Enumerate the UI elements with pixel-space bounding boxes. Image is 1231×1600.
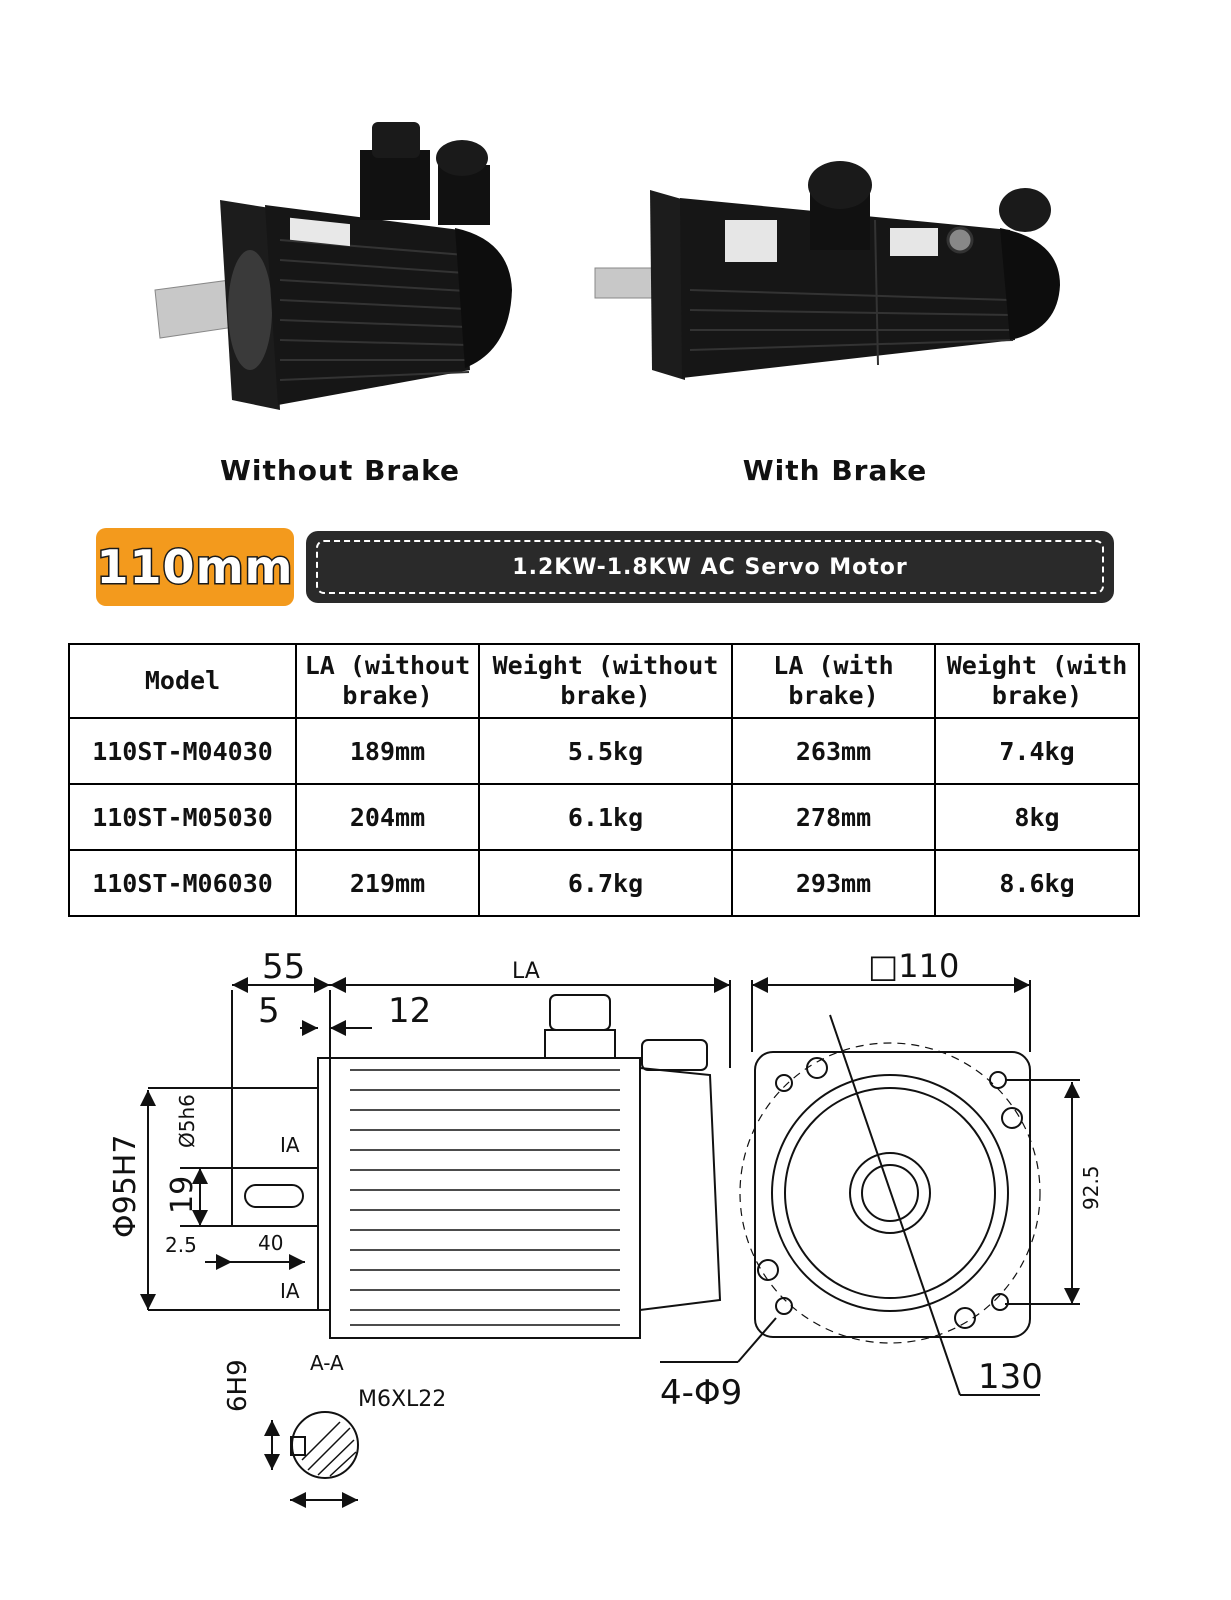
label-ia-bottom: IA — [280, 1279, 300, 1303]
cell-weight-without: 6.1kg — [478, 783, 733, 851]
cell-weight-with: 7.4kg — [934, 717, 1140, 785]
dim-phi95: Φ95H7 — [108, 1135, 143, 1238]
cell-model: 110ST-M06030 — [68, 849, 297, 917]
motor-photo-with-brake — [594, 161, 1060, 380]
size-badge: 110mm — [95, 528, 294, 606]
header-la-with: LA (with brake) — [731, 643, 936, 719]
table-header-row: Model LA (without brake) Weight (without… — [68, 643, 1140, 719]
dim-19: 19 — [165, 1176, 200, 1214]
cell-weight-with: 8kg — [934, 783, 1140, 851]
table-row: 110ST-M04030 189mm 5.5kg 263mm 7.4kg — [68, 717, 1140, 785]
dim-flange-110: □110 — [868, 947, 959, 985]
dim-40: 40 — [258, 1231, 283, 1255]
dim-la: LA — [512, 959, 540, 984]
title-bar: 1.2KW-1.8KW AC Servo Motor — [306, 531, 1114, 603]
motor-photo-without-brake — [154, 122, 512, 410]
title-bar-frame: 1.2KW-1.8KW AC Servo Motor — [316, 540, 1104, 594]
spec-table: Model LA (without brake) Weight (without… — [68, 643, 1140, 917]
dim-5: 5 — [258, 991, 280, 1031]
dim-shaft: Ø5h6 — [175, 1094, 199, 1148]
cell-la-without: 189mm — [295, 717, 480, 785]
cell-la-with: 263mm — [731, 717, 936, 785]
dim-92-5: 92.5 — [1079, 1165, 1103, 1210]
header-weight-without: Weight (without brake) — [478, 643, 733, 719]
cell-la-without: 204mm — [295, 783, 480, 851]
dim-2-5: 2.5 — [165, 1233, 197, 1257]
header-la-without: LA (without brake) — [295, 643, 480, 719]
dim-12: 12 — [388, 991, 431, 1031]
label-ia-top: IA — [280, 1133, 300, 1157]
cell-weight-with: 8.6kg — [934, 849, 1140, 917]
cell-weight-without: 6.7kg — [478, 849, 733, 917]
cell-la-with: 278mm — [731, 783, 936, 851]
header-weight-with: Weight (with brake) — [934, 643, 1140, 719]
caption-without-brake: Without Brake — [219, 454, 460, 487]
dim-6h9: 6H9 — [223, 1359, 253, 1412]
table-row: 110ST-M05030 204mm 6.1kg 278mm 8kg — [68, 783, 1140, 851]
caption-with-brake: With Brake — [742, 454, 928, 487]
cell-weight-without: 5.5kg — [478, 717, 733, 785]
dimension-drawing: 55 LA 5 12 Φ95H7 Ø5h6 19 2.5 40 IA IA A-… — [108, 947, 1103, 1508]
header-model: Model — [68, 643, 297, 719]
dim-130: 130 — [978, 1357, 1043, 1397]
title-bar-text: 1.2KW-1.8KW AC Servo Motor — [512, 554, 908, 580]
cell-la-with: 293mm — [731, 849, 936, 917]
table-row: 110ST-M06030 219mm 6.7kg 293mm 8.6kg — [68, 849, 1140, 917]
dim-55: 55 — [262, 947, 305, 987]
dim-4-phi9: 4-Φ9 — [660, 1373, 742, 1413]
label-a-a: A-A — [310, 1351, 344, 1375]
dim-m6xl22: M6XL22 — [358, 1387, 446, 1412]
cell-model: 110ST-M04030 — [68, 717, 297, 785]
size-badge-text: 110mm — [95, 539, 294, 596]
cell-la-without: 219mm — [295, 849, 480, 917]
cell-model: 110ST-M05030 — [68, 783, 297, 851]
